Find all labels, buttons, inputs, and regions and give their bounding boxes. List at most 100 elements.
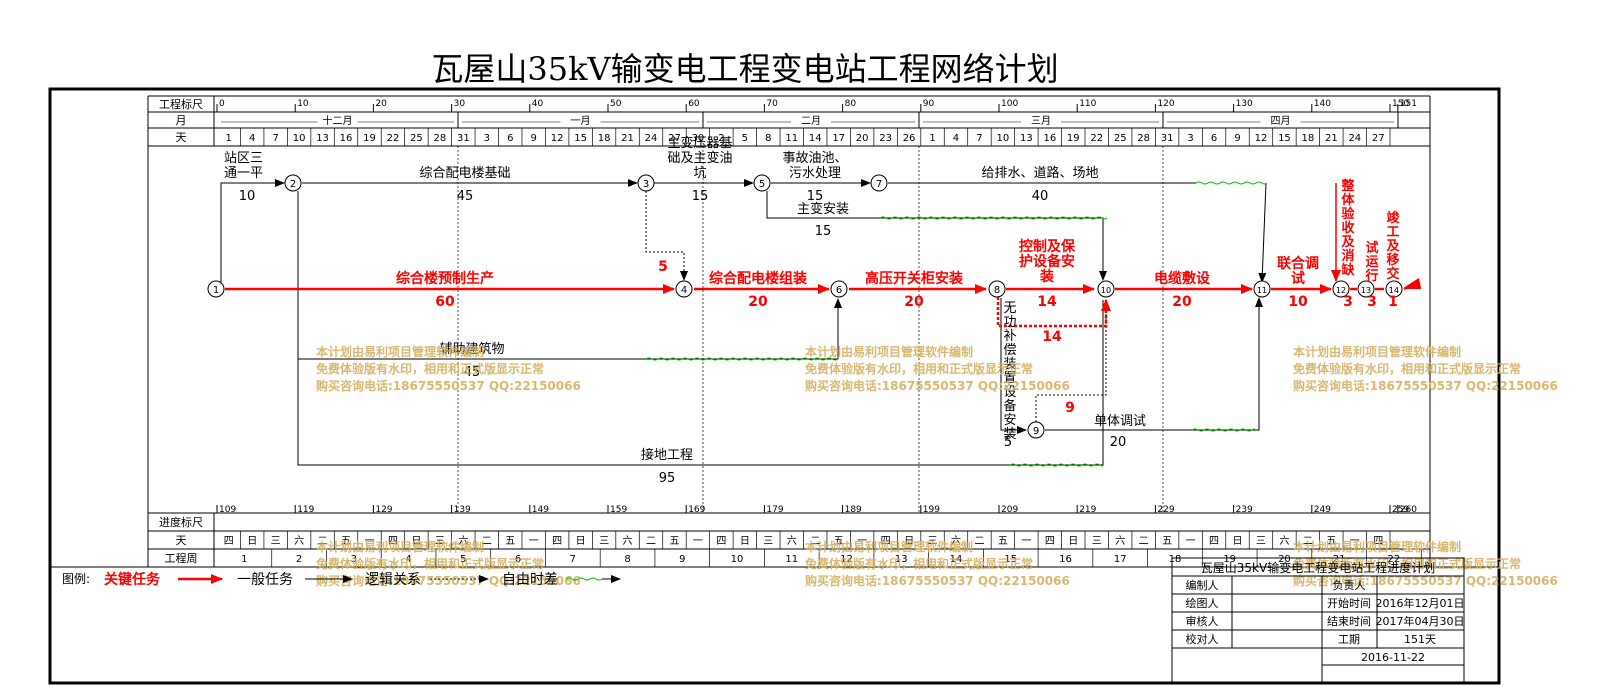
day-label: 26: [903, 133, 916, 144]
watermark-text: 本计划由易利项目管理软件编制: [316, 344, 484, 359]
month-label: 四月: [1271, 115, 1291, 127]
task-duration-t13_14: 3: [1367, 294, 1377, 310]
legend-float-line: [565, 577, 603, 581]
task-label-t14-char: 工: [1386, 225, 1399, 240]
task-duration-t8_10-alt: 14: [1042, 329, 1062, 345]
task-label-t14-char: 竣: [1386, 210, 1400, 226]
weekday-label: 二: [1303, 536, 1313, 547]
task-label-t5_7-b: 污水处理: [789, 166, 841, 181]
day-label: 4: [249, 133, 255, 144]
task-label-t8_9-char: 备: [1003, 398, 1016, 414]
task-duration-t8_9: 5: [1004, 435, 1012, 450]
task-label-t10_11: 电缆敷设: [1154, 270, 1211, 287]
watermark-text: 本计划由易利项目管理软件编制: [316, 539, 484, 554]
weekday-label: 日: [411, 536, 421, 547]
task-label-t3_5-c: 坑: [693, 166, 706, 181]
node-circle: [1253, 280, 1271, 298]
legend-critical-label: 关键任务: [104, 571, 161, 588]
info-label: 绘图人: [1186, 596, 1219, 610]
task-duration-t3_4: 5: [658, 259, 668, 275]
node-circle: [637, 174, 655, 192]
watermark-text: 购买咨询电话:18675550537 QQ:22150066: [1293, 378, 1558, 393]
task-duration-t2_10: 95: [659, 471, 676, 486]
row-label-month: 月: [176, 114, 187, 127]
month-label-bg: [560, 113, 601, 125]
task-label-t1_2-a: 站区三: [224, 151, 263, 166]
task-label-t14-char: 及: [1386, 239, 1400, 254]
info-label: 编制人: [1186, 578, 1219, 592]
task-label-t4_6: 综合配电楼组装: [709, 270, 808, 287]
weekday-label: 三: [1256, 536, 1266, 547]
task-duration-t10_11: 20: [1172, 294, 1192, 310]
watermark-text: 购买咨询电话:18675550537 QQ:22150066: [316, 573, 581, 588]
task-duration-t5_10: 15: [815, 224, 832, 239]
row-label-weekday: 天: [176, 534, 187, 547]
day-label: 31: [1161, 133, 1174, 144]
row-label-scale: 工程标尺: [159, 97, 203, 111]
day-label: 14: [809, 133, 822, 144]
progress-tick-label: 179: [766, 505, 783, 515]
month-guides: [457, 146, 1164, 513]
weekday-label: 一: [364, 536, 374, 547]
task-duration-t2_3: 45: [457, 189, 474, 204]
task-label-t5_7-a: 事故油池、: [782, 151, 847, 166]
watermark-text: 购买咨询电话:18675550537 QQ:22150066: [316, 378, 581, 393]
weekday-label: 二: [318, 536, 328, 547]
scale-tick-label: 20: [375, 99, 387, 109]
node-circle: [1332, 280, 1350, 298]
week-label: 14: [950, 554, 963, 565]
weekday-label: 六: [294, 535, 304, 547]
progress-tick-label: 260: [1400, 505, 1417, 515]
scale-tick-label: 150: [1392, 99, 1409, 109]
weekday-label: 日: [740, 536, 750, 547]
info-value: 151天: [1404, 633, 1436, 646]
day-label: 13: [1020, 133, 1033, 144]
watermark-layer: 本计划由易利项目管理软件编制免费体验版有水印，相用和正式版显示正常购买咨询电话:…: [316, 344, 1558, 588]
normal-task-arrows: [220, 179, 1266, 466]
weekday-label: 六: [1279, 535, 1289, 547]
task-label-t1_4: 综合楼预制生产: [396, 270, 494, 287]
weekday-label: 四: [881, 536, 891, 547]
progress-tick-label: 139: [454, 505, 471, 515]
task-label-t2_6: 辅助建筑物: [439, 341, 504, 357]
legend-normal-label: 一般任务: [237, 572, 293, 588]
progress-tick-label: 159: [610, 505, 627, 515]
scale-tick-label: 110: [1079, 99, 1096, 109]
weekday-label: 四: [716, 536, 726, 547]
task-label-t5_10: 主变安装: [797, 201, 849, 217]
week-label: 9: [679, 554, 685, 565]
weekday-label: 一: [529, 536, 539, 547]
day-label: 9: [1234, 133, 1240, 144]
task-duration-t6_8: 20: [904, 294, 924, 310]
week-label: 6: [515, 554, 521, 565]
task-label-t2_3: 综合配电楼基础: [419, 166, 510, 181]
week-label: 22: [1388, 554, 1401, 565]
node-circle: [830, 280, 848, 298]
info-label: 负责人: [1333, 578, 1366, 592]
node-number: 3: [643, 179, 649, 190]
scale-tick-label: 90: [923, 99, 935, 109]
weekday-label: 三: [1092, 536, 1102, 547]
day-label: 3: [484, 133, 490, 144]
day-label: 6: [1211, 133, 1217, 144]
task-label-t8_10-a: 控制及保: [1019, 238, 1076, 255]
weekday-label: 三: [763, 536, 773, 547]
free-float-lines: [645, 181, 1267, 467]
weekday-label: 三: [599, 536, 609, 547]
node-number: 13: [1361, 286, 1371, 295]
task-label-t7_11: 给排水、道路、场地: [981, 165, 1098, 181]
weekday-label: 五: [834, 536, 844, 547]
week-label: 1: [241, 554, 247, 565]
week-label: 15: [1004, 554, 1017, 565]
task-label-t2_10: 接地工程: [641, 447, 693, 463]
month-label-bg: [1260, 113, 1301, 125]
weekday-label: 五: [1326, 536, 1336, 547]
task-label-t9_11: 单体调试: [1094, 414, 1146, 429]
task-label-t14-char: 移: [1386, 252, 1399, 268]
row-label-week: 工程周: [165, 552, 198, 565]
node-circle: [1027, 421, 1045, 439]
scale-tick-label: 10: [297, 99, 309, 109]
day-label: 17: [832, 133, 845, 144]
